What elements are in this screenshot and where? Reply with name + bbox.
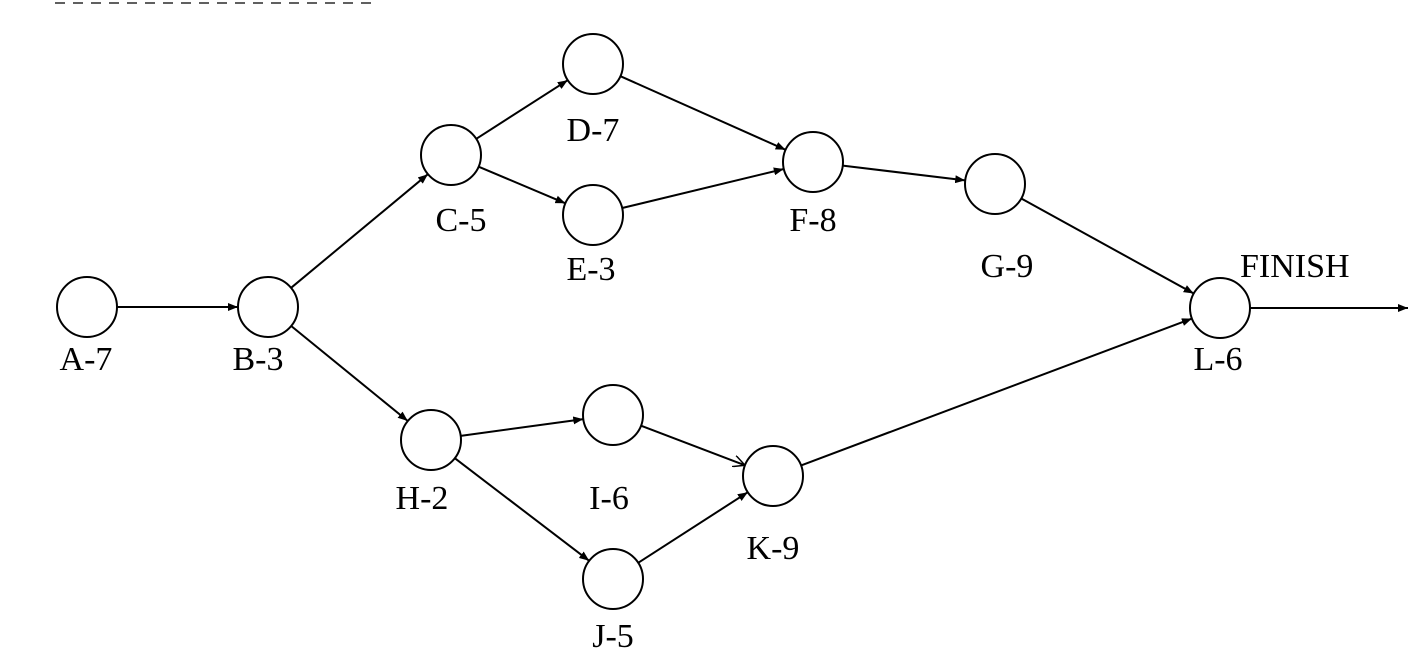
- node-b: B-3: [233, 276, 299, 378]
- finish-label: FINISH: [1240, 248, 1350, 285]
- edge-i-k: [640, 424, 745, 466]
- node-circle-e: [562, 184, 624, 246]
- node-d: D-7: [562, 33, 624, 149]
- node-label-h: H-2: [396, 480, 449, 517]
- edge-b-c: [290, 173, 429, 289]
- node-c: C-5: [420, 124, 487, 239]
- nodes-layer: A-7 B-3 C-5 D-7E-3 F-8G-9H-2 I-6J-5 K-9 L-6: [56, 33, 1251, 655]
- node-circle-g: [964, 153, 1026, 215]
- node-circle-f: [782, 131, 844, 193]
- edge-e-f: [621, 167, 785, 209]
- edge-k-l: [800, 317, 1193, 467]
- edge-g-l: [1020, 197, 1195, 295]
- node-label-f: F-8: [789, 202, 836, 239]
- node-j: J-5: [582, 548, 644, 655]
- edge-c-e: [478, 165, 566, 205]
- node-circle-c: [420, 124, 482, 186]
- node-label-d: D-7: [567, 112, 620, 149]
- edge-f-g: [842, 164, 966, 184]
- node-l: L-6: [1189, 277, 1251, 378]
- node-circle-j: [582, 548, 644, 610]
- node-label-g: G-9: [981, 248, 1034, 285]
- node-i: I-6: [582, 384, 644, 517]
- node-circle-b: [237, 276, 299, 338]
- node-f: F-8: [782, 131, 844, 239]
- node-a: A-7: [56, 276, 118, 378]
- node-circle-d: [562, 33, 624, 95]
- edge-d-f: [619, 75, 787, 151]
- node-label-j: J-5: [592, 618, 634, 655]
- node-circle-i: [582, 384, 644, 446]
- node-label-e: E-3: [566, 251, 615, 288]
- edges-layer: [117, 75, 1195, 564]
- edge-b-h: [290, 325, 409, 422]
- node-label-c: C-5: [436, 202, 487, 239]
- node-k: K-9: [742, 445, 804, 567]
- node-circle-a: [56, 276, 118, 338]
- node-label-i: I-6: [589, 480, 629, 517]
- edge-h-j: [454, 457, 590, 562]
- edge-h-i: [460, 416, 584, 437]
- edge-j-k: [637, 491, 749, 564]
- node-circle-h: [400, 409, 462, 471]
- node-label-l: L-6: [1193, 341, 1242, 378]
- node-g: G-9: [964, 153, 1034, 285]
- edge-c-d: [475, 79, 569, 140]
- node-circle-l: [1189, 277, 1251, 339]
- node-label-a: A-7: [60, 341, 113, 378]
- node-label-b: B-3: [233, 341, 284, 378]
- node-e: E-3: [562, 184, 624, 288]
- node-h: H-2: [396, 409, 462, 517]
- node-circle-k: [742, 445, 804, 507]
- node-label-k: K-9: [747, 530, 800, 567]
